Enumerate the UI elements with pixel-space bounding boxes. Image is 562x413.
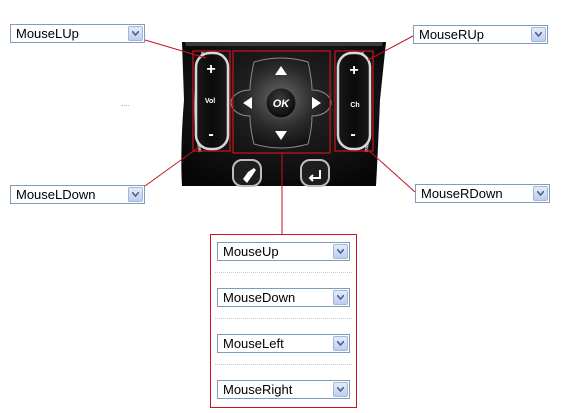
dropdown-right-value: MouseRight — [223, 382, 293, 397]
dropdown-up[interactable]: MouseUp — [217, 242, 350, 261]
ok-label: OK — [273, 98, 291, 110]
panel-divider — [215, 318, 352, 319]
dropdown-right-down[interactable]: MouseRDown — [415, 184, 550, 203]
chevron-down-icon[interactable] — [128, 187, 143, 202]
dropdown-left-value: MouseLeft — [223, 336, 284, 351]
panel-divider — [215, 364, 352, 365]
back-button[interactable] — [300, 159, 330, 187]
chevron-down-icon[interactable] — [531, 27, 546, 42]
dropdown-right-down-value: MouseRDown — [421, 186, 503, 201]
dropdown-left-down-value: MouseLDown — [16, 187, 96, 202]
dropdown-right-up-value: MouseRUp — [419, 27, 485, 42]
chevron-down-icon[interactable] — [333, 336, 348, 351]
chevron-down-icon[interactable] — [333, 244, 348, 259]
home-button[interactable] — [232, 159, 262, 187]
callout-right-down — [365, 147, 416, 193]
pin-icon — [243, 168, 256, 183]
channel-label: Ch — [350, 102, 359, 109]
callout-left-down — [144, 146, 200, 187]
volume-rocker[interactable]: + Vol - — [194, 51, 230, 151]
callout-left-up — [144, 39, 207, 59]
dropdown-left-up[interactable]: MouseLUp — [10, 24, 145, 43]
dropdown-left-up-value: MouseLUp — [16, 26, 79, 41]
dropdown-down-value: MouseDown — [223, 290, 296, 305]
dropdown-left[interactable]: MouseLeft — [217, 334, 350, 353]
volume-up-symbol[interactable]: + — [206, 61, 215, 78]
panel-divider — [215, 272, 352, 273]
volume-down-symbol[interactable]: - — [208, 126, 213, 143]
faint-dotted-mark — [121, 105, 129, 107]
chevron-down-icon[interactable] — [333, 382, 348, 397]
callout-right-up — [367, 35, 414, 61]
direction-pad[interactable]: OK — [230, 57, 332, 149]
dropdown-up-value: MouseUp — [223, 244, 279, 259]
chevron-down-icon[interactable] — [333, 290, 348, 305]
channel-down-symbol[interactable]: - — [350, 126, 355, 143]
dropdown-right-up[interactable]: MouseRUp — [413, 25, 548, 44]
volume-label: Vol — [205, 98, 215, 105]
dropdown-down[interactable]: MouseDown — [217, 288, 350, 307]
remote-top-highlight — [185, 42, 383, 46]
dropdown-left-down[interactable]: MouseLDown — [10, 185, 145, 204]
channel-up-symbol[interactable]: + — [349, 62, 358, 79]
channel-rocker[interactable]: + Ch - — [336, 51, 372, 151]
chevron-down-icon[interactable] — [128, 26, 143, 41]
dpad-mapping-panel: MouseUp MouseDown MouseLeft MouseRight — [210, 234, 357, 408]
dropdown-right[interactable]: MouseRight — [217, 380, 350, 399]
chevron-down-icon[interactable] — [533, 186, 548, 201]
back-arrow-icon — [308, 170, 321, 182]
